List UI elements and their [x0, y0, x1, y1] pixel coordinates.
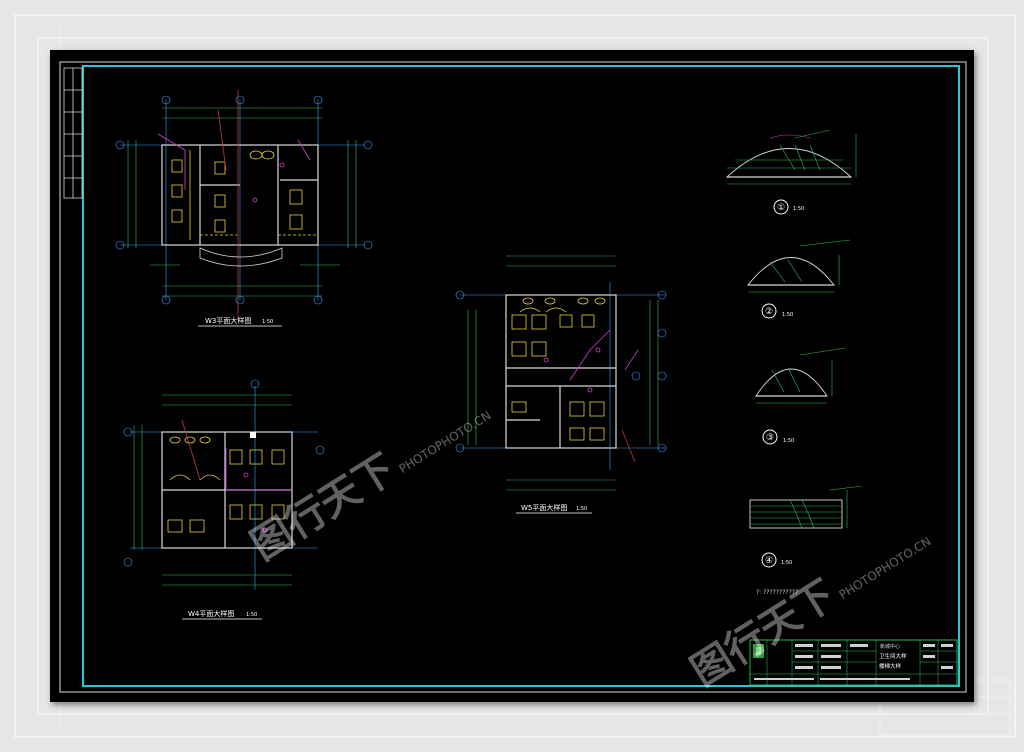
title-block: 新城中心 卫生间大样 楼梯大样 [749, 639, 958, 686]
detail-3-number: ③ [766, 433, 774, 443]
detail-note: ?: ??????????? [756, 589, 798, 596]
plan-w5-scale: 1:50 [576, 506, 587, 512]
plan-w3: W3平面大样图 1:50 [115, 90, 373, 327]
project-name: 新城中心 [880, 643, 900, 650]
detail-2: ② 1:50 [747, 239, 851, 319]
sheet-title: 卫生间大样 [879, 652, 907, 660]
detail-4-number: ④ [765, 556, 773, 566]
sheet-subtitle: 楼梯大样 [879, 662, 902, 670]
plan-w4-scale: 1:50 [246, 612, 257, 618]
detail-4-scale: 1:50 [781, 560, 792, 566]
inner-frame [82, 65, 960, 687]
detail-1-scale: 1:50 [793, 206, 804, 212]
plan-w5-title: W5平面大样图 [521, 503, 567, 512]
detail-1-number: ① [777, 203, 785, 213]
detail-3: ③ 1:50 [755, 347, 846, 445]
plan-w4-title: W4平面大样图 [188, 609, 234, 618]
detail-4: ④ 1:50 ?: ??????????? [749, 485, 863, 596]
plan-w4: W4平面大样图 1:50 [123, 379, 325, 620]
binding-strip [63, 67, 83, 199]
detail-2-scale: 1:50 [782, 312, 793, 318]
detail-2-number: ② [765, 307, 773, 317]
detail-1: ① 1:50 [725, 129, 857, 215]
outer-frame [59, 61, 967, 693]
plan-w3-scale: 1:50 [262, 319, 273, 325]
plan-w5: W5平面大样图 1:50 [455, 255, 667, 514]
drawing-sheet: W3平面大样图 1:50 [50, 50, 974, 702]
plan-w3-title: W3平面大样图 [205, 316, 251, 325]
detail-3-scale: 1:50 [783, 438, 794, 444]
